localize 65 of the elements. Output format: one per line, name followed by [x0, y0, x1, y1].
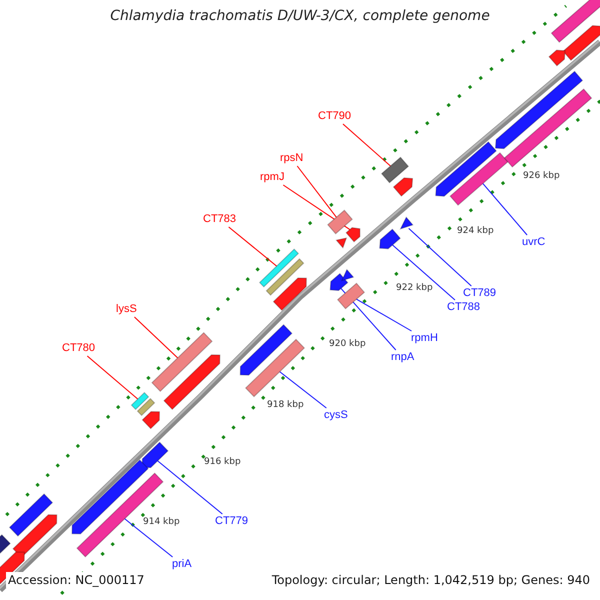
gene-feature [327, 210, 353, 234]
gene-feature [379, 228, 401, 250]
gene-feature [258, 248, 300, 288]
gene-feature [345, 227, 360, 242]
leader-line [408, 228, 472, 286]
gene-feature [330, 272, 348, 291]
gene-feature [163, 354, 220, 410]
gene-feature [142, 442, 169, 468]
gene-label: CT780 [62, 342, 96, 355]
gene-feature [335, 237, 348, 249]
gene-feature [266, 258, 304, 296]
gene-label: lysS [116, 303, 137, 316]
scale-label: 918 kbp [267, 400, 304, 411]
gene-label: CT788 [447, 301, 480, 314]
leader-line [86, 356, 138, 400]
scale-label: 916 kbp [204, 457, 241, 468]
gene-feature [435, 141, 497, 197]
gene-label: CT779 [215, 515, 248, 528]
gene-label: priA [172, 558, 192, 571]
scale-label: 920 kbp [329, 339, 366, 350]
leader-line [356, 298, 412, 332]
gene-feature [392, 177, 414, 197]
gene-feature [130, 392, 150, 410]
leader-line [392, 244, 456, 300]
gene-feature [244, 338, 306, 398]
gene-feature [504, 88, 592, 168]
leader-line [342, 124, 391, 166]
gene-label: rpmH [411, 332, 438, 345]
gene-feature [136, 398, 156, 416]
map-title: Chlamydia trachomatis D/UW-3/CX, complete genome [109, 8, 491, 24]
scale-label: 914 kbp [143, 517, 180, 528]
gene-feature [151, 332, 213, 392]
leader-line [228, 226, 278, 267]
leader-line [124, 518, 174, 558]
gene-label: rpsN [280, 152, 304, 165]
accession-text: Accession: NC_000117 [6, 572, 146, 588]
scale-label: 926 kbp [523, 171, 560, 182]
gene-feature [562, 25, 600, 61]
leader-line [157, 460, 223, 514]
leader-line [482, 183, 528, 236]
gene-feature [240, 324, 293, 376]
gene-feature [449, 152, 509, 206]
gene-feature [494, 70, 584, 150]
gene-feature [8, 493, 54, 537]
gene-feature [550, 0, 600, 43]
gene-label: uvrC [522, 236, 546, 249]
gene-feature [336, 282, 366, 310]
gene-label: rnpA [391, 351, 414, 364]
leader-line [296, 166, 337, 218]
gene-label: CT783 [203, 213, 236, 226]
gene-feature [399, 216, 414, 230]
gene-feature [548, 50, 566, 66]
leader-line [134, 316, 178, 358]
gene-label: CT789 [463, 287, 496, 300]
scale-label: 924 kbp [457, 226, 494, 237]
gene-feature [272, 277, 307, 311]
gene-feature [380, 156, 410, 184]
gene-feature [76, 472, 164, 558]
gene-label: rpmJ [260, 171, 284, 184]
gene-label: cysS [324, 409, 348, 422]
leader-line [279, 371, 327, 408]
scale-label: 922 kbp [396, 283, 433, 294]
gene-feature [142, 411, 160, 430]
gene-label: CT790 [318, 110, 352, 123]
genome-info-text: Topology: circular; Length: 1,042,519 bp; Genes: 940 [270, 572, 592, 588]
